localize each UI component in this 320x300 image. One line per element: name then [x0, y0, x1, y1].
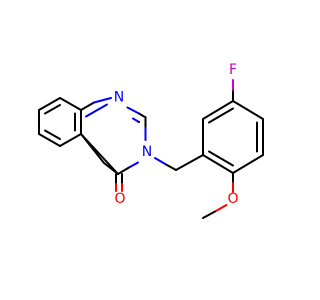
bond — [202, 100, 234, 120]
bond — [80, 133, 105, 164]
atom-n1: N — [114, 90, 124, 106]
bond — [44, 129, 61, 140]
atom-n3: N — [142, 144, 152, 160]
bond — [202, 210, 216, 219]
bond — [202, 154, 234, 174]
bond — [44, 104, 61, 115]
bond — [59, 133, 82, 147]
bond — [214, 204, 228, 213]
bond — [117, 166, 130, 175]
bond — [85, 103, 108, 118]
bond — [38, 97, 61, 111]
bond — [103, 162, 119, 175]
bond — [154, 157, 167, 166]
atom-o-ether: O — [227, 191, 238, 207]
bond — [208, 107, 234, 124]
bond — [165, 163, 177, 171]
bond — [138, 112, 145, 118]
bond — [175, 154, 204, 171]
atom-labels: N N O F O — [114, 62, 239, 207]
bond — [232, 100, 264, 120]
bond — [126, 106, 140, 115]
bond — [38, 133, 61, 147]
bond — [93, 97, 112, 104]
bond — [59, 97, 82, 111]
bond — [80, 101, 95, 111]
bonds — [38, 79, 264, 219]
atom-o-carbonyl: O — [114, 191, 125, 207]
structure-canvas: N N O F O — [38, 62, 264, 219]
atom-f: F — [229, 62, 237, 78]
bond — [232, 154, 264, 174]
bond — [208, 150, 234, 167]
bond — [128, 161, 139, 169]
